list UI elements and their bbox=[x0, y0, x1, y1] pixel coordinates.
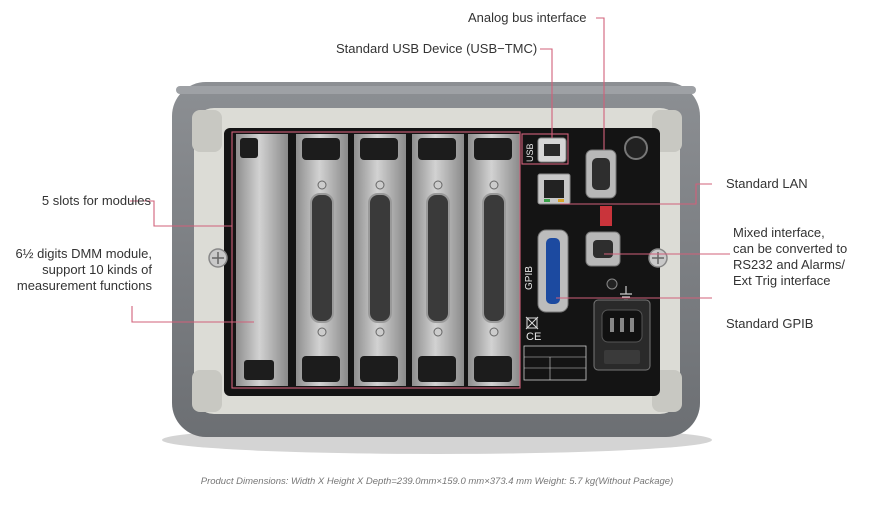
db9-connector-icon bbox=[585, 149, 617, 199]
callout-slots: 5 slots for modules bbox=[41, 193, 151, 208]
gpib-panel-label: GPIB bbox=[524, 266, 535, 290]
module-slot bbox=[412, 134, 464, 386]
module-slot-blank bbox=[236, 134, 288, 386]
lan-port-icon bbox=[537, 173, 571, 205]
callout-mixed-line: Mixed interface, bbox=[733, 225, 825, 240]
device-rear-panel-illustration: USB GPIB CE bbox=[130, 17, 730, 454]
module-slot bbox=[354, 134, 406, 386]
callout-mixed-interface: Mixed interface, can be converted to RS2… bbox=[733, 225, 847, 289]
callout-dmm-line: 6½ digits DMM module, bbox=[15, 246, 152, 261]
callout-mixed-line: can be converted to bbox=[733, 241, 848, 256]
spec-label-table bbox=[523, 345, 587, 381]
callout-mixed-line: RS232 and Alarms/ bbox=[733, 257, 846, 272]
callout-line-analog-bus bbox=[596, 17, 605, 150]
callout-lines bbox=[130, 17, 730, 389]
callout-dmm-module: 6½ digits DMM module, support 10 kinds o… bbox=[0, 246, 152, 294]
ce-mark: CE bbox=[526, 331, 541, 343]
callout-line-lan bbox=[560, 183, 712, 205]
module-slot bbox=[468, 134, 520, 386]
ground-icon bbox=[606, 278, 632, 301]
callout-line-usb bbox=[540, 48, 553, 138]
usb-icon bbox=[537, 137, 567, 163]
power-socket-icon bbox=[593, 299, 651, 371]
db9-connector-icon bbox=[585, 231, 621, 267]
callout-mixed-line: Ext Trig interface bbox=[733, 273, 831, 288]
callout-gpib: Standard GPIB bbox=[726, 316, 814, 331]
callout-dmm-line: measurement functions bbox=[16, 278, 152, 293]
screw-icon bbox=[208, 248, 228, 268]
module-slot bbox=[296, 134, 348, 386]
usb-panel-label: USB bbox=[525, 143, 535, 162]
callout-line-slots bbox=[130, 200, 232, 227]
screw-icon bbox=[648, 248, 668, 268]
callout-bracket-usb bbox=[521, 133, 569, 165]
callout-line-dmm bbox=[131, 306, 254, 323]
callout-lan: Standard LAN bbox=[726, 176, 808, 191]
fuse-icon bbox=[624, 136, 648, 160]
product-dimensions-caption: Product Dimensions: Width X Height X Dep… bbox=[200, 476, 674, 487]
callout-usb-device: Standard USB Device (USB−TMC) bbox=[336, 41, 538, 56]
gpib-connector-icon bbox=[537, 229, 569, 313]
callout-bracket-slots bbox=[231, 131, 521, 389]
red-selector-switch bbox=[600, 206, 612, 226]
callout-dmm-line: support 10 kinds of bbox=[42, 262, 152, 277]
callout-analog-bus: Analog bus interface bbox=[468, 10, 587, 25]
